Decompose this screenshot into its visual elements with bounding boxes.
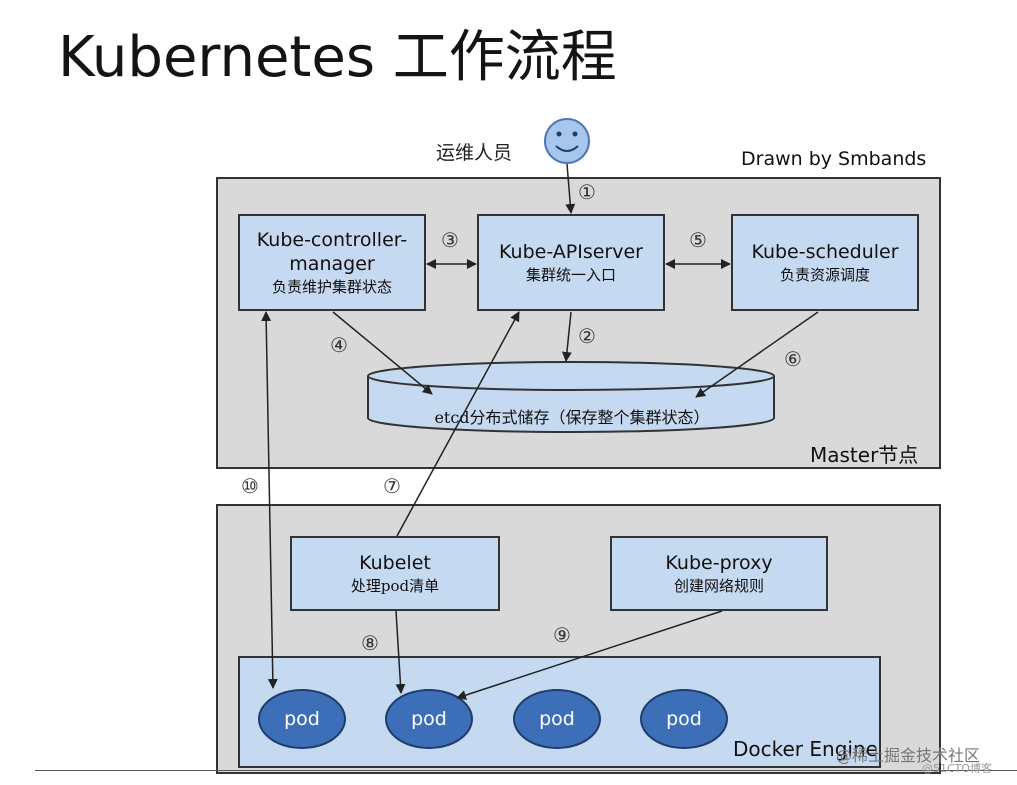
step-3-label: ③ [441, 228, 459, 252]
controller-name-line2: manager [289, 252, 375, 275]
step-5-label: ⑤ [689, 228, 707, 252]
credit-text: Drawn by Smbands [741, 148, 927, 170]
pod-2: pod [385, 689, 473, 749]
step-8-label: ⑧ [361, 631, 379, 655]
kube-apiserver-box: Kube-APIserver 集群统一入口 [477, 214, 665, 311]
kubelet-box: Kubelet 处理pod清单 [290, 536, 500, 611]
etcd-label: etcd分布式储存（保存整个集群状态） [434, 408, 710, 427]
kubeproxy-name: Kube-proxy [665, 551, 773, 574]
master-node-label: Master节点 [810, 443, 919, 467]
apiserver-desc: 集群统一入口 [525, 265, 616, 284]
watermark-51cto: @51CTO博客 [922, 762, 993, 775]
step-9-label: ⑨ [553, 623, 571, 647]
kube-scheduler-box: Kube-scheduler 负责资源调度 [731, 214, 919, 311]
operator-label: 运维人员 [436, 142, 513, 164]
step-6-label: ⑥ [784, 347, 802, 371]
kube-proxy-box: Kube-proxy 创建网络规则 [610, 536, 828, 611]
kubelet-name: Kubelet [359, 551, 431, 574]
kubeproxy-desc: 创建网络规则 [673, 576, 764, 595]
page-title: Kubernetes 工作流程 [58, 25, 617, 90]
step-2-label: ② [578, 324, 596, 348]
footer-divider [35, 770, 1017, 771]
controller-desc: 负责维护集群状态 [271, 277, 392, 296]
step-7-label: ⑦ [383, 474, 401, 498]
kubelet-desc: 处理pod清单 [350, 576, 440, 595]
step-10-label: ⑩ [241, 474, 259, 498]
pod-1: pod [258, 689, 346, 749]
pod-4: pod [640, 689, 728, 749]
kube-controller-manager-box: Kube-controller- manager 负责维护集群状态 [238, 214, 426, 311]
scheduler-name: Kube-scheduler [751, 240, 899, 263]
controller-name-line1: Kube-controller- [256, 228, 408, 251]
step-4-label: ④ [330, 333, 348, 357]
docker-engine-label: Docker Engine [733, 737, 878, 761]
pod-3: pod [513, 689, 601, 749]
scheduler-desc: 负责资源调度 [779, 265, 870, 284]
step-1-label: ① [578, 180, 596, 204]
apiserver-name: Kube-APIserver [499, 240, 643, 263]
watermark-juejin: @稀土掘金技术社区 [836, 746, 981, 765]
